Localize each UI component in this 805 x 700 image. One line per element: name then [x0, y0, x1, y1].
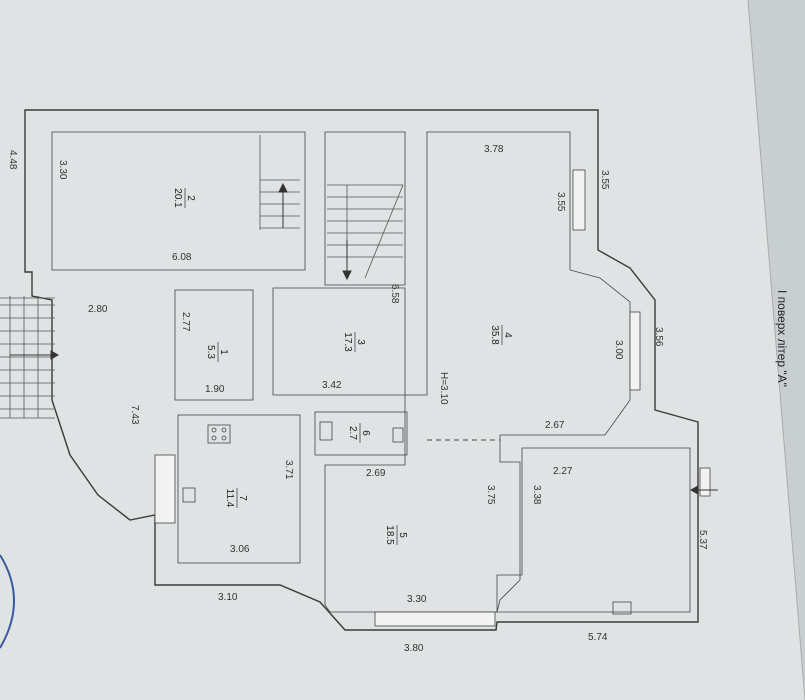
room-4-label: 4 35.8: [489, 325, 513, 345]
room-number: 7: [237, 495, 248, 501]
dim-310h: H=3.10: [438, 372, 449, 405]
room-7-label: 7 11.4: [224, 488, 248, 508]
dim-277: 2.77: [180, 312, 191, 332]
dim-378: 3.78: [484, 144, 504, 155]
dim-269: 2.69: [366, 468, 386, 479]
stairs-entrance: [0, 296, 55, 419]
dim-355b: 3.55: [555, 192, 566, 212]
dim-330b: 3.30: [407, 594, 427, 605]
dim-608: 6.08: [172, 252, 192, 263]
room-number: 6: [360, 430, 371, 436]
basin-icon: [392, 427, 404, 443]
dim-743: 7.43: [129, 405, 140, 425]
room-area: 11.4: [224, 489, 235, 508]
room-number: 5: [397, 532, 408, 538]
paper-edge: [747, 0, 805, 700]
stove-icon: [207, 424, 231, 444]
fixtures: [182, 421, 632, 615]
dim-574: 5.74: [588, 632, 608, 643]
dim-190: 1.90: [205, 384, 225, 395]
dim-338: 3.38: [531, 485, 542, 505]
room-number: 1: [218, 349, 229, 355]
room-area: 17.3: [342, 332, 353, 352]
walls: [24, 109, 699, 631]
dim-537: 5.37: [697, 530, 708, 550]
room-3-label: 3 17.3: [342, 332, 366, 352]
room-area: 20.1: [172, 188, 183, 208]
stamp-fragment: [0, 554, 15, 649]
dim-310: 3.10: [218, 592, 238, 603]
dim-330: 3.30: [57, 160, 68, 180]
dim-280: 2.80: [88, 304, 108, 315]
room-number: 3: [355, 339, 366, 345]
dim-306: 3.06: [230, 544, 250, 555]
dim-448: 4.48: [7, 150, 18, 170]
dim-356: 3.56: [653, 327, 664, 347]
room-area: 18.5: [384, 525, 395, 545]
room-number: 2: [185, 195, 196, 201]
room-number: 4: [502, 332, 513, 338]
dim-371: 3.71: [283, 460, 294, 480]
dim-355a: 3.55: [599, 170, 610, 190]
room-2-label: 2 20.1: [172, 188, 196, 208]
room-area: 2.7: [347, 426, 358, 440]
room-area: 35.8: [489, 325, 500, 345]
toilet-icon: [319, 421, 333, 441]
dim-342: 3.42: [322, 380, 342, 391]
arrows: [10, 182, 718, 495]
room-area: 5.3: [205, 345, 216, 359]
room-1-label: 1 5.3: [205, 342, 229, 362]
dim-380: 3.80: [404, 643, 424, 654]
sink-icon: [182, 487, 196, 503]
stairs-top: [259, 135, 404, 279]
dim-300: 3.00: [613, 340, 624, 360]
room-5-label: 5 18.5: [384, 525, 408, 545]
dim-267: 2.67: [545, 420, 565, 431]
radiator-icon: [612, 601, 632, 615]
dimension-labels: 6.08 3.78 2.80 1.90 3.42 2.67 2.27 2.69 …: [7, 144, 708, 654]
dim-375: 3.75: [485, 485, 496, 505]
windows: [154, 169, 711, 627]
dim-227: 2.27: [553, 466, 573, 477]
dim-658: 6.58: [389, 284, 400, 304]
room-6-label: 6 2.7: [347, 423, 371, 443]
plan-title: I поверх літер "А": [775, 290, 789, 387]
